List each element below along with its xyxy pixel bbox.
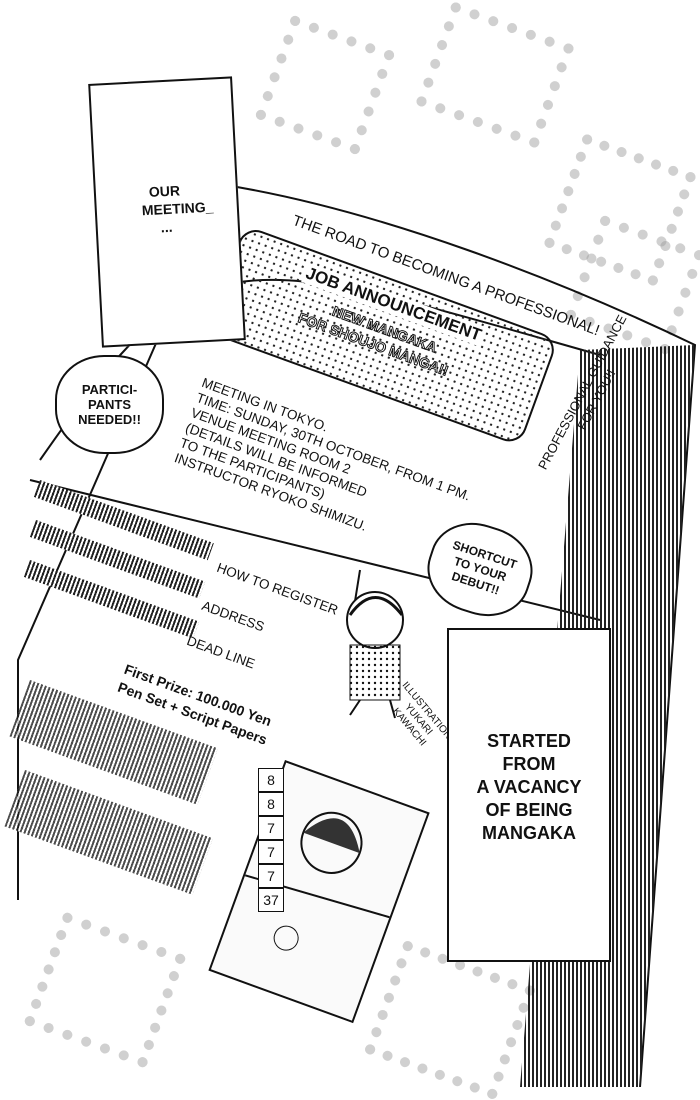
caption-line: MANGAKA <box>482 823 576 843</box>
speech-bubble-participants-needed: PARTICI- PANTS NEEDED!! <box>55 355 164 454</box>
caption-line: ... <box>160 218 173 236</box>
grid-cell: 8 <box>258 792 284 816</box>
grid-cell: 7 <box>258 864 284 888</box>
caption-line: OF BEING <box>485 800 573 820</box>
grid-cell: 7 <box>258 840 284 864</box>
grid-cell: 37 <box>258 888 284 912</box>
bubble-line: PARTICI- <box>81 382 138 397</box>
caption-panel-bottom: STARTED FROM A VACANCY OF BEING MANGAKA <box>447 628 611 962</box>
caption-line: A VACANCY <box>476 777 582 797</box>
caption-bottom-text: STARTED FROM A VACANCY OF BEING MANGAKA <box>449 730 609 845</box>
caption-panel-top: OUR MEETING_ ... <box>88 76 246 348</box>
grid-cell: 7 <box>258 816 284 840</box>
caption-top-text: OUR MEETING_ ... <box>140 180 214 238</box>
caption-line: STARTED <box>487 731 571 751</box>
caption-line: FROM <box>502 754 556 774</box>
grid-cell: 8 <box>258 768 284 792</box>
number-grid: 8 8 7 7 7 37 <box>258 768 284 912</box>
bubble-line: NEEDED!! <box>78 412 141 427</box>
chibi-girl-illustration <box>346 569 404 719</box>
caption-line: MEETING_ <box>141 198 214 219</box>
bubble-line: PANTS <box>87 397 132 412</box>
